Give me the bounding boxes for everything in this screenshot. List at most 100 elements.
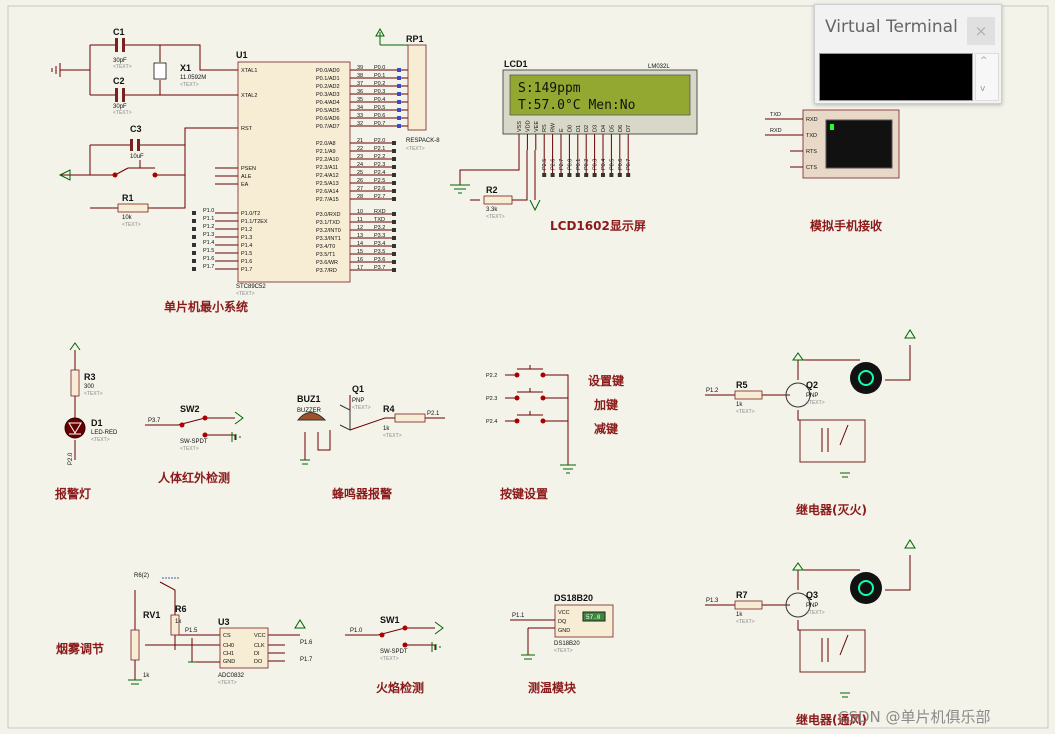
key-contact[interactable] xyxy=(540,395,546,401)
reset-button-contact[interactable] xyxy=(152,172,158,178)
u1-right-pin-port[interactable] xyxy=(392,181,396,185)
u1-right-pin-port[interactable] xyxy=(392,197,396,201)
ds-ref: DS18B20 xyxy=(554,593,593,603)
u1-right-pin-port[interactable] xyxy=(397,92,401,96)
d1-led[interactable] xyxy=(64,417,86,439)
u1-right-pin-port[interactable] xyxy=(392,260,396,264)
r3-resistor[interactable] xyxy=(70,369,80,397)
ds-pin-dq: DQ xyxy=(558,619,567,625)
lcd-pin-port[interactable] xyxy=(584,173,589,177)
sw2-contact[interactable] xyxy=(179,422,185,428)
u1-left-pin-port[interactable] xyxy=(192,267,196,271)
u1-right-pin-port[interactable] xyxy=(392,141,396,145)
terminal-scrollbar[interactable]: ^ v xyxy=(975,53,999,101)
crystal-x1[interactable] xyxy=(153,62,167,80)
u1-right-pin-port[interactable] xyxy=(392,228,396,232)
u1-left-pin-port[interactable] xyxy=(192,235,196,239)
relay2-coil[interactable] xyxy=(799,629,866,673)
u1-left-pin-net: P1.1 xyxy=(203,216,214,222)
u1-right-pin-port[interactable] xyxy=(397,76,401,80)
buz1-buzzer[interactable] xyxy=(296,412,327,421)
sw1-contact[interactable] xyxy=(402,625,408,631)
lcd-pin-port[interactable] xyxy=(592,173,597,177)
sw1-contact[interactable] xyxy=(379,632,385,638)
u1-right-pin-port[interactable] xyxy=(392,236,396,240)
r6-resistor[interactable] xyxy=(170,614,180,636)
r2-resistor[interactable] xyxy=(483,195,513,205)
terminal-output[interactable] xyxy=(819,53,973,101)
u1-left-pin-port[interactable] xyxy=(192,227,196,231)
lcd-pin-port[interactable] xyxy=(601,173,605,177)
scroll-down-icon[interactable]: v xyxy=(980,84,986,94)
reset-button-contact[interactable] xyxy=(112,172,118,178)
u1-right-pin-port[interactable] xyxy=(392,244,396,248)
key-contact[interactable] xyxy=(514,395,520,401)
u1-right-pin-port[interactable] xyxy=(397,68,401,72)
label-relay2: 继电器(通风) xyxy=(796,712,867,727)
key-contact[interactable] xyxy=(540,418,546,424)
close-icon[interactable]: × xyxy=(967,17,995,45)
r4-resistor[interactable] xyxy=(394,413,426,423)
sw2-contact[interactable] xyxy=(202,432,208,438)
lcd-pin-port[interactable] xyxy=(559,173,563,177)
u1-right-pin-port[interactable] xyxy=(397,108,401,112)
key-contact[interactable] xyxy=(514,372,520,378)
u1-left-pin-port[interactable] xyxy=(192,259,196,263)
key-contact[interactable] xyxy=(514,418,520,424)
u1-right-pin-port[interactable] xyxy=(397,100,401,104)
ds-net: P1.1 xyxy=(512,613,525,619)
sw2-contact[interactable] xyxy=(202,415,208,421)
c1-ref: C1 xyxy=(113,27,125,37)
lcd-pin-port[interactable] xyxy=(542,173,547,177)
u1-right-pin-port[interactable] xyxy=(392,268,396,272)
c2-ref: C2 xyxy=(113,76,125,86)
u1-left-pin-port[interactable] xyxy=(192,251,196,255)
sw1-net: P1.0 xyxy=(350,628,363,634)
u1-right-pin-port[interactable] xyxy=(392,173,396,177)
u1-right-pin-number: 12 xyxy=(357,225,363,231)
u1-chip[interactable] xyxy=(237,61,351,283)
u1-right-pin-number: 24 xyxy=(357,162,363,168)
u1-left-pin-port[interactable] xyxy=(192,211,196,215)
lcd-pin-port[interactable] xyxy=(575,173,580,177)
u1-right-pin-port[interactable] xyxy=(392,189,396,193)
u1-right-pin-port[interactable] xyxy=(392,220,396,224)
r7-resistor[interactable] xyxy=(734,600,763,610)
r6-ref: R6 xyxy=(175,604,187,614)
u1-right-pin-port[interactable] xyxy=(392,212,396,216)
q2-transistor[interactable] xyxy=(785,382,811,408)
u1-right-pin-port[interactable] xyxy=(392,165,396,169)
scroll-up-icon[interactable]: ^ xyxy=(980,56,988,66)
u1-left-pin-port[interactable] xyxy=(192,219,196,223)
virtual-terminal-window[interactable]: Virtual Terminal × ^ v xyxy=(814,4,1002,104)
u1-right-pin-port[interactable] xyxy=(392,252,396,256)
u1-left-pin-net: P1.6 xyxy=(203,256,214,262)
key-contact[interactable] xyxy=(540,372,546,378)
sw1-contact[interactable] xyxy=(402,642,408,648)
r2-ref: R2 xyxy=(486,185,498,195)
u1-right-pin-port[interactable] xyxy=(392,157,396,161)
rp1-pack[interactable] xyxy=(407,44,427,131)
r1-resistor[interactable] xyxy=(117,203,149,213)
u1-right-pin-port[interactable] xyxy=(397,84,401,88)
u1-left-pin-port[interactable] xyxy=(192,243,196,247)
lcd-pin-port[interactable] xyxy=(567,173,572,177)
fan2-motor[interactable] xyxy=(850,572,882,604)
rv1-pot[interactable] xyxy=(130,629,140,661)
u1-right-pin-port[interactable] xyxy=(397,124,401,128)
u1-right-pin-port[interactable] xyxy=(392,149,396,153)
r5-resistor[interactable] xyxy=(734,390,763,400)
lcd-pin-port[interactable] xyxy=(609,173,614,177)
fan1-motor[interactable] xyxy=(850,362,882,394)
x1-value: 11.0592M xyxy=(180,75,206,81)
q1-text: <TEXT> xyxy=(352,405,371,411)
lcd-pin-port[interactable] xyxy=(626,173,631,177)
u1-right-pin-port[interactable] xyxy=(397,116,401,120)
q3-transistor[interactable] xyxy=(785,592,811,618)
lcd-pin-port[interactable] xyxy=(550,173,555,177)
relay1-coil[interactable] xyxy=(799,419,866,463)
lcd-pin-port[interactable] xyxy=(617,173,622,177)
u3-adc[interactable] xyxy=(219,627,269,669)
u1-left-pin-net: P1.5 xyxy=(203,248,214,254)
